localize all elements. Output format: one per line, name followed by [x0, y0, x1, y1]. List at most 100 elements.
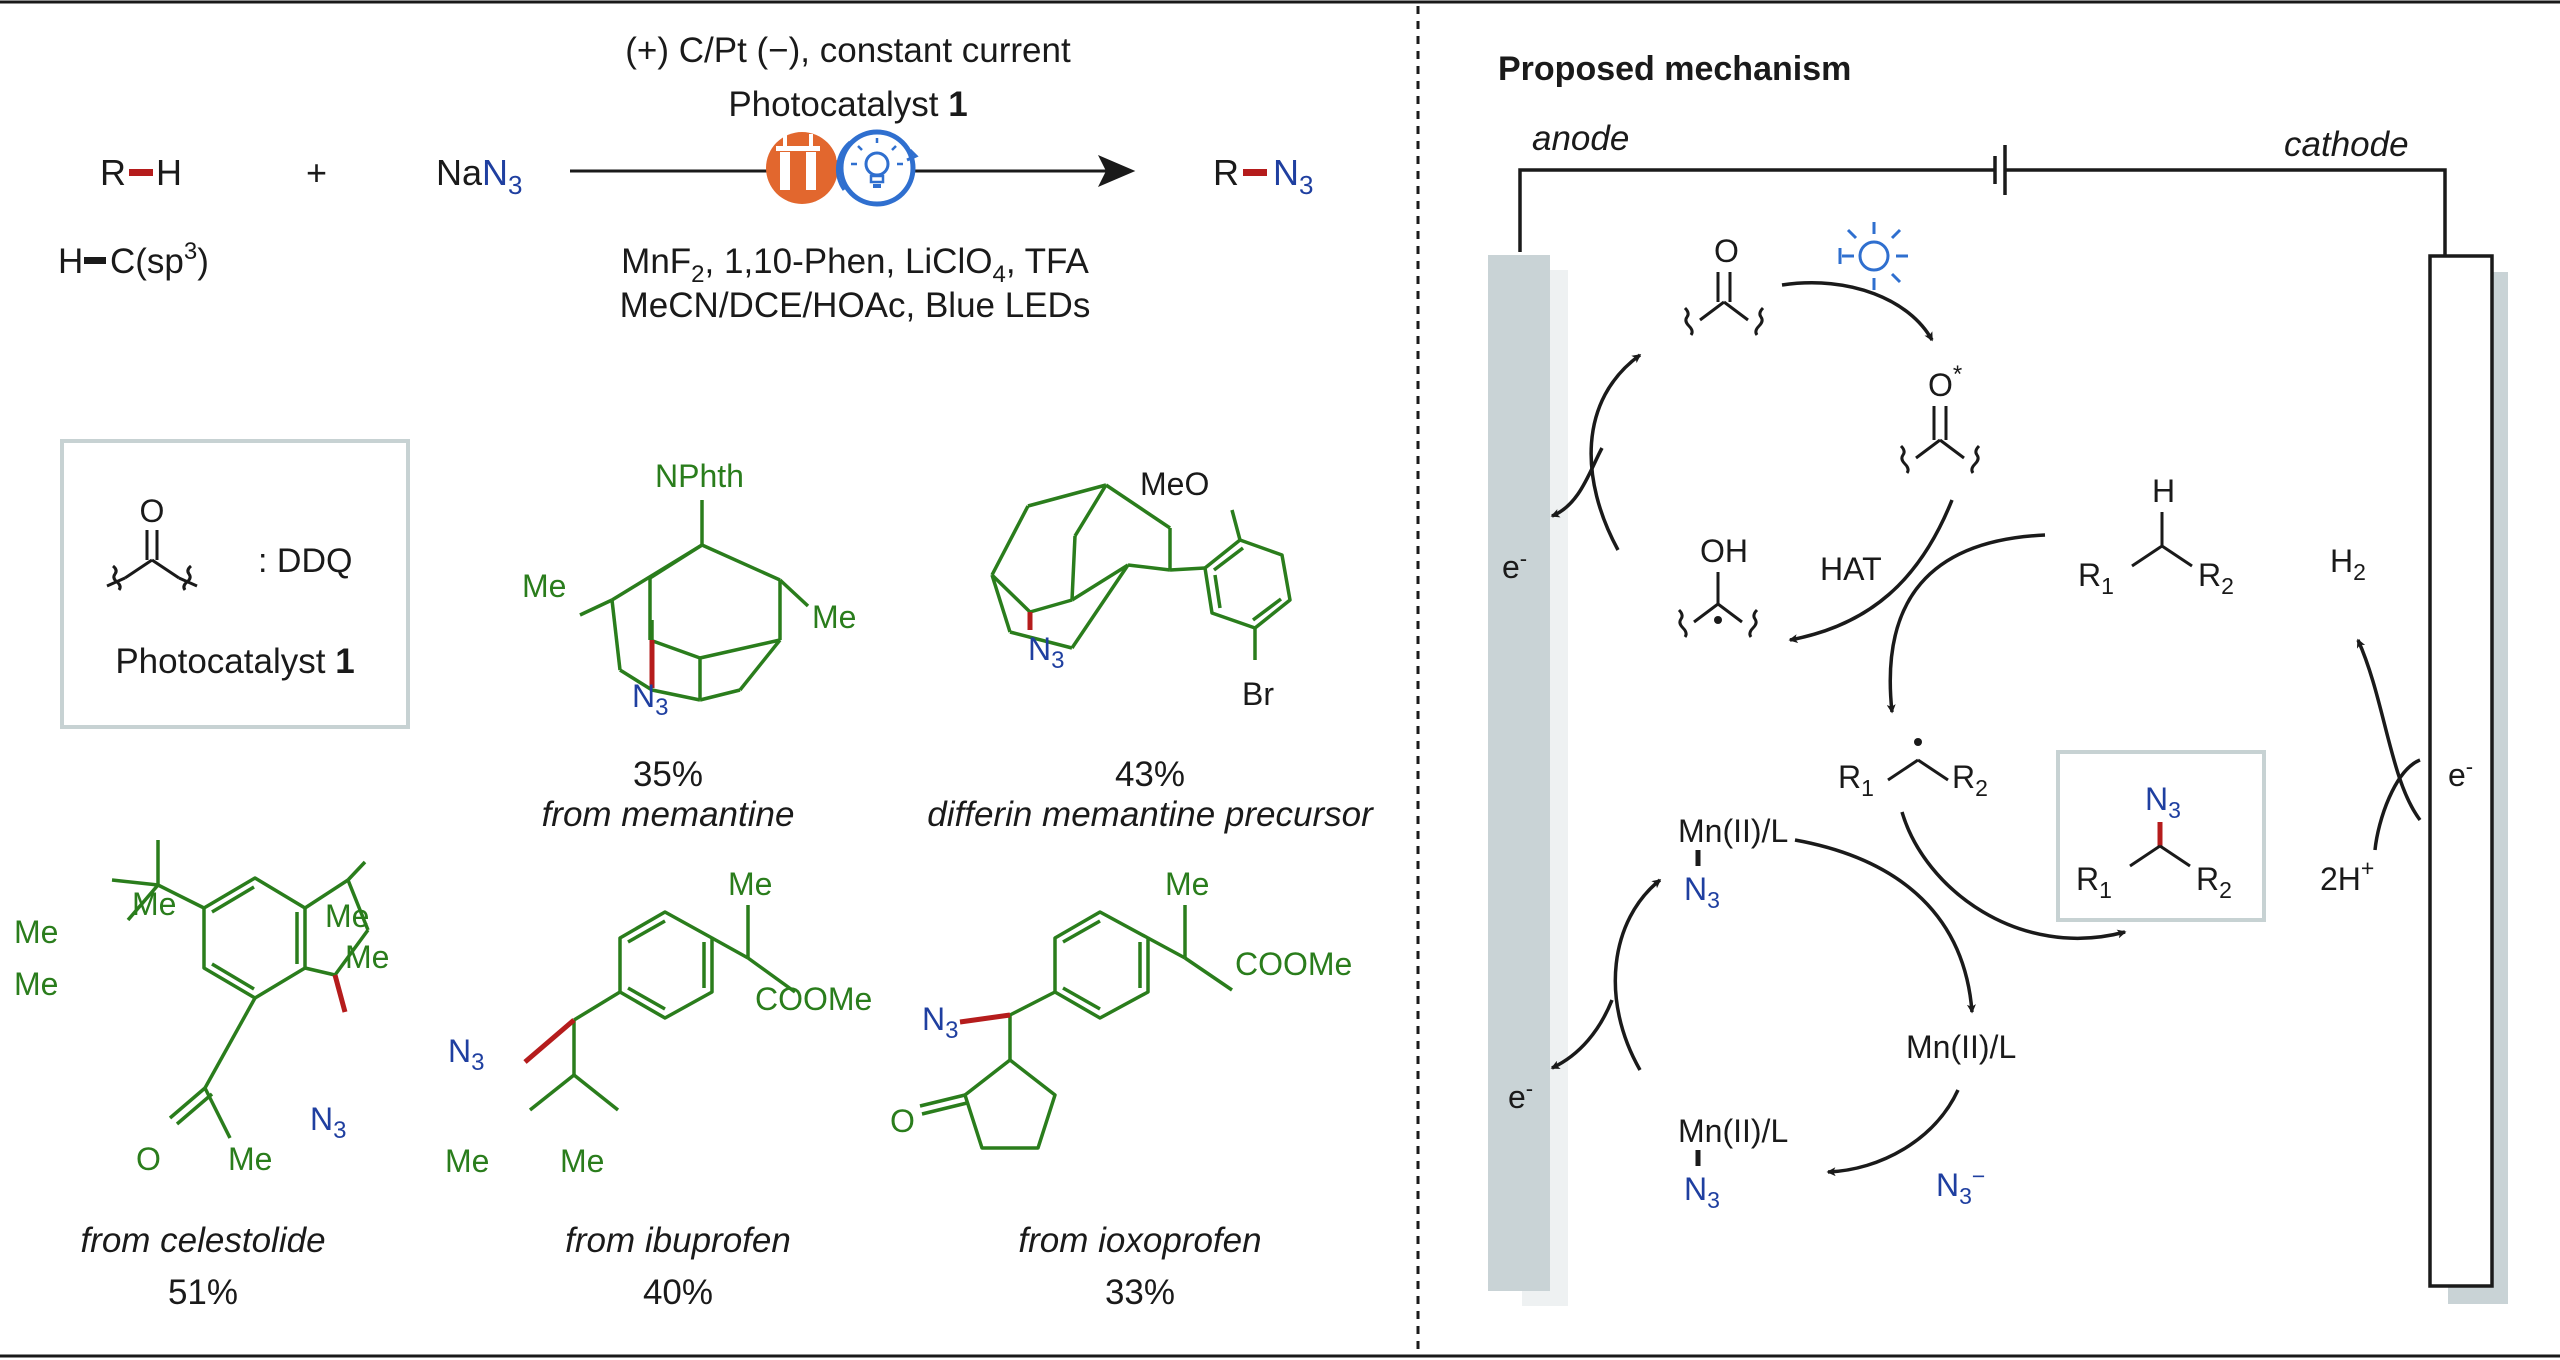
bond-type-h: H — [58, 242, 83, 281]
anode-label: anode — [1532, 119, 1629, 158]
ibuprofen-me-right: Me — [560, 1143, 604, 1179]
photocatalyst-box: O : DDQ Photocatalyst 1 — [60, 439, 410, 729]
anode-electrode — [1488, 255, 1550, 1291]
reaction-scheme: R H + NaN3 (+) C/Pt (−), constant curren… — [58, 31, 1313, 325]
h2-label: H2 — [2330, 543, 2366, 585]
cathode-label: cathode — [2284, 125, 2409, 164]
celestolide-ketone-me: Me — [228, 1141, 272, 1177]
sodium-azide: NaN3 — [436, 152, 523, 200]
example-ibuprofen: Me COOMe Me Me N3 from ibuprofen 40% — [445, 866, 872, 1312]
arrow-mn-reduced — [1826, 1089, 1960, 1177]
celestolide-me2: Me — [14, 914, 58, 950]
memantine-nphth: NPhth — [655, 458, 744, 494]
radical-dot-oh — [1714, 616, 1722, 624]
mn-azide-top: Mn(II)/L — [1678, 813, 1788, 849]
mechanism-title: Proposed mechanism — [1498, 50, 1851, 88]
arrow-photoexcitation — [1781, 281, 1934, 342]
product-n3: N3 — [2145, 781, 2181, 823]
celestolide-me5: Me — [345, 939, 389, 975]
ibuprofen-n3: N3 — [448, 1033, 484, 1076]
differin-n3: N3 — [1028, 631, 1064, 674]
arrow-hat — [1788, 499, 1954, 644]
mn-azide-top-n3: N3 — [1684, 871, 1720, 913]
memantine-yield: 35% — [633, 755, 703, 794]
substrate-r2: R2 — [2198, 557, 2234, 599]
arrow-radical-to-product — [1900, 811, 2127, 940]
bond-type-c: C(sp3) — [110, 238, 209, 281]
differin-yield: 43% — [1115, 755, 1185, 794]
mechanism-panel: Proposed mechanism anode cathode e- e- e… — [1488, 50, 2508, 1306]
example-differin: MeO Br N3 43% differin memantine precurs… — [927, 466, 1374, 834]
conditions-top: (+) C/Pt (−), constant current — [625, 31, 1071, 70]
celestolide-ketone-o: O — [136, 1141, 161, 1177]
electron-anode-bottom: e- — [1508, 1076, 1533, 1115]
electron-anode-top: e- — [1502, 546, 1527, 585]
plus-sign: + — [306, 152, 327, 193]
conditions-line1: MnF2, 1,10-Phen, LiClO4, TFA — [621, 242, 1089, 288]
catalyst-oh: OH — [1700, 533, 1748, 569]
celestolide-source: from celestolide — [80, 1221, 325, 1260]
example-celestolide: Me Me Me Me Me O Me N3 from celestolide … — [14, 840, 389, 1312]
lightbulb-icon — [836, 129, 919, 207]
example-memantine: NPhth Me Me N3 35% from memantine — [522, 458, 856, 834]
memantine-n3: N3 — [632, 678, 668, 721]
memantine-me-left: Me — [522, 568, 566, 604]
conditions-line2: MeCN/DCE/HOAc, Blue LEDs — [620, 286, 1091, 325]
memantine-source: from memantine — [542, 795, 795, 834]
product-r2: R2 — [2196, 861, 2232, 903]
excited-o: O* — [1928, 361, 1962, 403]
ibuprofen-me-left: Me — [445, 1143, 489, 1179]
arrow-2h-branch — [2373, 758, 2421, 851]
radical-r1: R1 — [1838, 759, 1874, 801]
photocatalyst-box-label: Photocatalyst 1 — [115, 642, 354, 681]
catalyst-o: O — [1714, 233, 1739, 269]
memantine-me-right: Me — [812, 599, 856, 635]
light-icon — [1838, 222, 1908, 290]
arrow-branch-electron-bottom — [1550, 999, 1614, 1070]
celestolide-n3: N3 — [310, 1101, 346, 1144]
ioxoprofen-ester: COOMe — [1235, 946, 1352, 982]
ibuprofen-me-top: Me — [728, 866, 772, 902]
ioxoprofen-yield: 33% — [1105, 1273, 1175, 1312]
arrow-oh-to-anode — [1589, 353, 1642, 551]
example-ioxoprofen: Me COOMe O N3 from ioxoprofen 33% — [890, 866, 1352, 1312]
ibuprofen-azide-bond — [523, 1018, 576, 1064]
ibuprofen-ester: COOMe — [755, 981, 872, 1017]
mn-azide-bottom: Mn(II)/L — [1678, 1113, 1788, 1149]
ketone-o: O — [140, 493, 165, 529]
celestolide-me4: Me — [325, 898, 369, 934]
celestolide-azide-bond — [332, 974, 348, 1013]
celestolide-me1: Me — [132, 886, 176, 922]
substrate-r1: R1 — [2078, 557, 2114, 599]
ibuprofen-source: from ibuprofen — [565, 1221, 791, 1260]
arrow-substrate-to-radical — [1886, 533, 2046, 714]
hat-label: HAT — [1820, 551, 1882, 587]
differin-meo: MeO — [1140, 466, 1209, 502]
electron-cathode: e- — [2448, 754, 2473, 793]
mn-azide-bottom-n3: N3 — [1684, 1171, 1720, 1213]
product-bond — [1243, 169, 1267, 176]
ioxoprofen-n3: N3 — [922, 1001, 958, 1044]
electrode-icon — [766, 130, 840, 204]
product-r1: R1 — [2076, 861, 2112, 903]
ioxoprofen-me-top: Me — [1165, 866, 1209, 902]
ddq-label: : DDQ — [258, 542, 352, 580]
ioxoprofen-azide-bond — [959, 1012, 1011, 1025]
reactant-bond — [129, 169, 153, 176]
photocatalyst-label: Photocatalyst 1 — [728, 85, 967, 124]
reactant-h: H — [156, 152, 182, 193]
arrow-h-to-h2 — [2356, 638, 2422, 822]
arrow-radical-to-mn — [1794, 838, 1976, 1014]
celestolide-yield: 51% — [168, 1273, 238, 1312]
radical-dot-carbon — [1914, 738, 1922, 746]
ibuprofen-yield: 40% — [643, 1273, 713, 1312]
ioxoprofen-o: O — [890, 1103, 915, 1139]
ioxoprofen-source: from ioxoprofen — [1018, 1221, 1261, 1260]
differin-br: Br — [1242, 676, 1274, 712]
differin-source: differin memantine precursor — [927, 795, 1374, 834]
cathode-electrode — [2428, 254, 2494, 1288]
arrow-mn-to-anode — [1613, 878, 1662, 1071]
